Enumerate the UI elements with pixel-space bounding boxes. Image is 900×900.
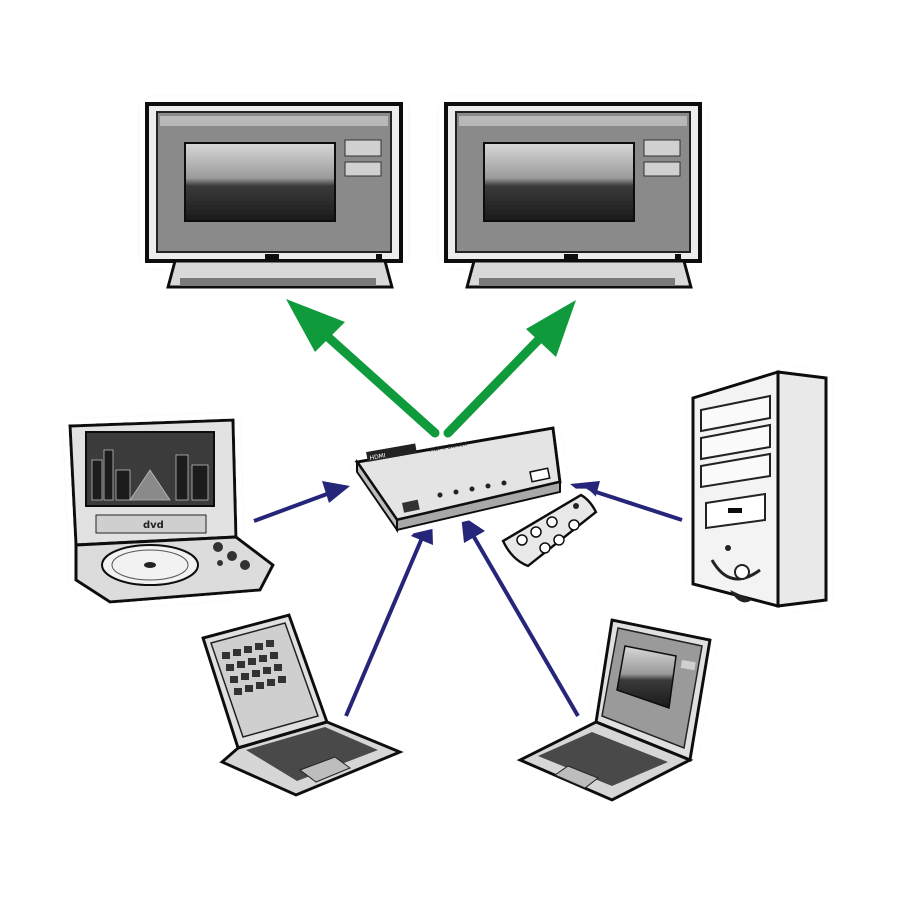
- arrow-hub-to-monitor-left: [286, 299, 440, 438]
- arrow-dvd-to-hub: [253, 481, 350, 523]
- dvd-badge: dvd: [143, 520, 164, 531]
- arrow-laptop-right-to-hub: [461, 515, 580, 718]
- monitor-right: [444, 102, 702, 289]
- arrows-layer: [253, 299, 683, 718]
- arrow-hub-to-monitor-right: [443, 300, 576, 438]
- arrow-laptop-left-to-hub: [344, 515, 433, 717]
- hub-port-leds: [437, 480, 507, 498]
- portable-dvd-player-icon: dvd: [68, 418, 275, 604]
- laptop-right-icon: [516, 618, 712, 802]
- monitor-left: [145, 102, 403, 289]
- remote-control-icon: [501, 493, 598, 568]
- dvd-city-scene: [91, 449, 209, 501]
- hdmi-switch-icon: HDMI HDMI Switch: [354, 426, 562, 534]
- hub-brand-label: HDMI: [369, 452, 386, 462]
- laptop-left-thumbnail-grid: [222, 640, 286, 695]
- tower-drive-bays: [700, 394, 771, 489]
- laptop-left-icon: [201, 613, 404, 797]
- arrow-pc-to-hub: [570, 481, 683, 522]
- desktop-tower-icon: [691, 369, 828, 608]
